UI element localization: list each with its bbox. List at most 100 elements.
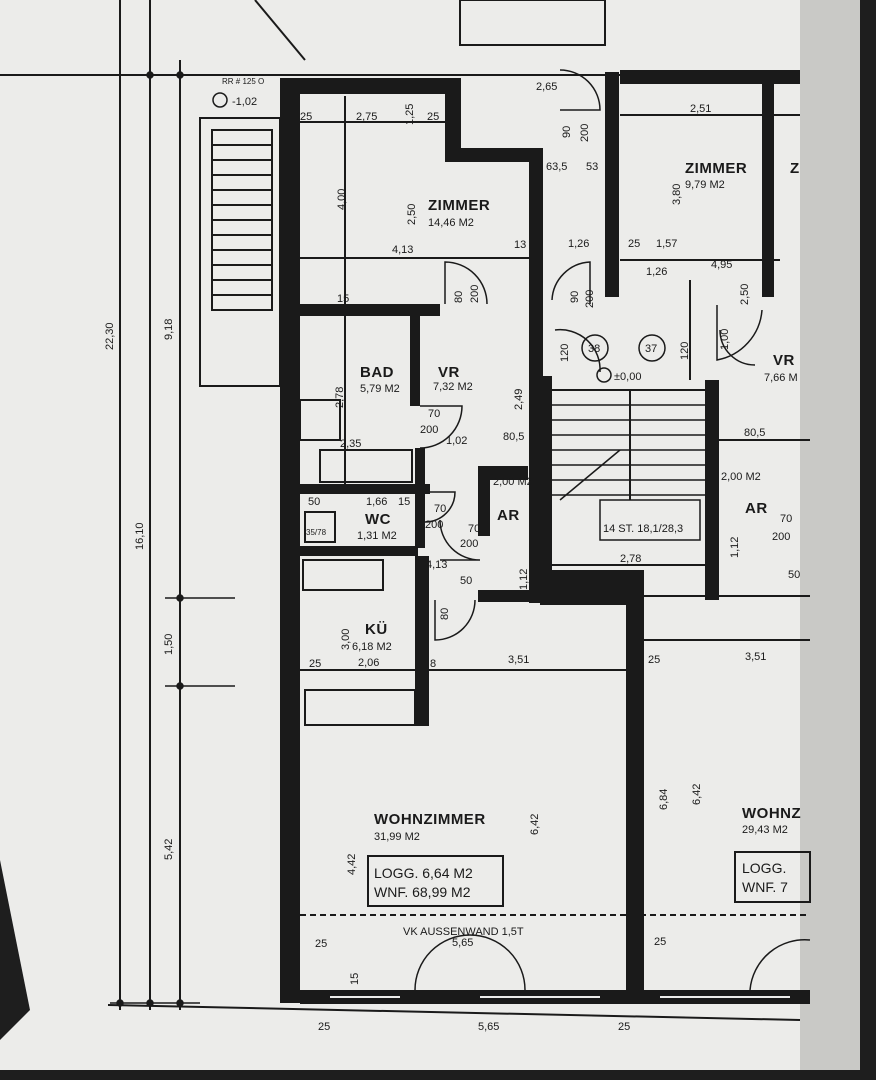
dim-bad-278: 2,78 xyxy=(334,387,346,408)
note-aussenwand: VK AUSSENWAND 1,5T xyxy=(403,926,524,938)
dim-495: 4,95 xyxy=(711,259,732,271)
dim-vr-249: 2,49 xyxy=(513,389,525,410)
dim-wz-15: 15 xyxy=(349,973,361,985)
dim-wd-250: 2,50 xyxy=(739,284,751,305)
dim-wz-684: 6,84 xyxy=(658,789,670,810)
room-zimmer-a-area: 14,46 M2 xyxy=(428,217,474,229)
dim-z2-380: 3,80 xyxy=(671,184,683,205)
dim-r-50: 50 xyxy=(788,569,800,581)
dim-stair-120a: 120 xyxy=(559,344,571,362)
dim-door-70a: 70 xyxy=(428,408,440,420)
dim-door-200d: 200 xyxy=(420,424,438,436)
dim-bot-25a: 25 xyxy=(318,1021,330,1033)
dim-zimmer-13: 13 xyxy=(514,239,526,251)
room-kue-name: KÜ xyxy=(365,621,388,638)
dim-r-200: 200 xyxy=(772,531,790,543)
dim-zimmer-15: 15 xyxy=(337,293,349,305)
dim-v-112: 1,12 xyxy=(518,569,530,590)
dim-wz-565a: 5,65 xyxy=(452,937,473,949)
dim-r-805: 80,5 xyxy=(744,427,765,439)
dim-overall-c: 1,50 xyxy=(163,634,175,655)
dim-wz-25b: 25 xyxy=(654,936,666,948)
dim-door-50: 50 xyxy=(460,575,472,587)
dim-top-251: 2,51 xyxy=(690,103,711,115)
scanned-edge xyxy=(800,0,860,1070)
dim-top-125: 1,25 xyxy=(404,104,416,125)
room-wohnzimmer-a-area: 31,99 M2 xyxy=(374,831,420,843)
staircase xyxy=(552,404,705,541)
stair-level: ±0,00 xyxy=(614,371,641,383)
room-zimmer-a-name: ZIMMER xyxy=(428,197,490,214)
room-bad-area: 5,79 M2 xyxy=(360,383,400,395)
room-ar-a-name: AR xyxy=(497,507,520,524)
dim-413: 4,13 xyxy=(426,559,447,571)
dim-door-200e: 200 xyxy=(425,519,443,531)
dim-bad-102: 1,02 xyxy=(446,435,467,447)
dim-r-70: 70 xyxy=(780,513,792,525)
dim-overall-d: 5,42 xyxy=(163,839,175,860)
dim-126b: 1,26 xyxy=(646,266,667,278)
room-wohnzimmer-a-name: WOHNZIMMER xyxy=(374,811,486,828)
room-wc-area: 1,31 M2 xyxy=(357,530,397,542)
dim-wd-100: 1,00 xyxy=(719,329,731,350)
dim-h-53: 53 xyxy=(586,161,598,173)
summary-b-logg: LOGG. xyxy=(742,860,786,876)
dim-zimmer-400: 4,00 xyxy=(336,189,348,210)
dim-top-25a: 25 xyxy=(300,111,312,123)
room-kue-area: 6,18 M2 xyxy=(352,641,392,653)
stair-number-left: 38 xyxy=(588,343,600,355)
stair-steps: 14 ST. 18,1/28,3 xyxy=(603,523,683,535)
room-ar-b-name: AR xyxy=(745,500,768,517)
dim-bot-565: 5,65 xyxy=(478,1021,499,1033)
dim-door-200b: 200 xyxy=(469,285,481,303)
dim-kue-25b: 25 xyxy=(648,654,660,666)
room-zimmer-c-name: Z xyxy=(790,160,800,177)
room-vr-a-area: 7,32 M2 xyxy=(433,381,473,393)
dim-kue-351b: 3,51 xyxy=(745,651,766,663)
dim-r-112: 1,12 xyxy=(729,537,741,558)
dim-126a: 1,26 xyxy=(568,238,589,250)
dim-door-200c: 200 xyxy=(584,290,596,308)
dim-157: 1,57 xyxy=(656,238,677,250)
dim-wz-442: 4,42 xyxy=(346,854,358,875)
dim-25: 25 xyxy=(628,238,640,250)
dim-wz-642a: 6,42 xyxy=(529,814,541,835)
dim-vr-805: 80,5 xyxy=(503,431,524,443)
room-vr-a-name: VR xyxy=(438,364,460,381)
dim-door-200a: 200 xyxy=(579,124,591,142)
dim-door-90a: 90 xyxy=(561,126,573,138)
dim-wc-15: 15 xyxy=(398,496,410,508)
dim-door-80: 80 xyxy=(453,291,465,303)
room-zimmer-b-area: 9,79 M2 xyxy=(685,179,725,191)
dim-bad-235: 2,35 xyxy=(340,438,361,450)
dim-top-275: 2,75 xyxy=(356,111,377,123)
room-ar-b-area: 2,00 M2 xyxy=(721,471,761,483)
room-vr-b-name: VR xyxy=(773,352,795,369)
room-ar-a-area: 2,00 M2 xyxy=(493,476,533,488)
room-wohnzimmer-b-area: 29,43 M2 xyxy=(742,824,788,836)
dim-wz-642b: 6,42 xyxy=(691,784,703,805)
note-level-left: -1,02 xyxy=(232,96,257,108)
stair-number-right: 37 xyxy=(645,343,657,355)
dim-wz-25a: 25 xyxy=(315,938,327,950)
summary-b-wnf: WNF. 7 xyxy=(742,879,788,895)
dim-overall-b: 16,10 xyxy=(134,522,146,550)
summary-a-wnf: WNF. 68,99 M2 xyxy=(374,884,471,900)
dim-door-70c: 70 xyxy=(468,523,480,535)
room-wohnzimmer-b-name: WOHNZ xyxy=(742,805,801,822)
dim-bot-25b: 25 xyxy=(618,1021,630,1033)
dim-stair-120b: 120 xyxy=(679,342,691,360)
dim-overall-total: 22,30 xyxy=(104,322,116,350)
summary-a-logg: LOGG. 6,64 M2 xyxy=(374,865,473,881)
dim-door-70b: 70 xyxy=(434,503,446,515)
dim-wc-3578: 35/78 xyxy=(306,528,327,537)
walls xyxy=(280,70,810,1004)
dim-wc-50: 50 xyxy=(308,496,320,508)
dim-stair-278: 2,78 xyxy=(620,553,641,565)
dim-door-80b: 80 xyxy=(439,608,451,620)
dim-kue-8: 8 xyxy=(430,658,436,670)
dim-door-200f: 200 xyxy=(460,538,478,550)
dim-overall-a: 9,18 xyxy=(163,319,175,340)
room-vr-b-area: 7,66 M xyxy=(764,372,798,384)
dim-kue-25: 25 xyxy=(309,658,321,670)
